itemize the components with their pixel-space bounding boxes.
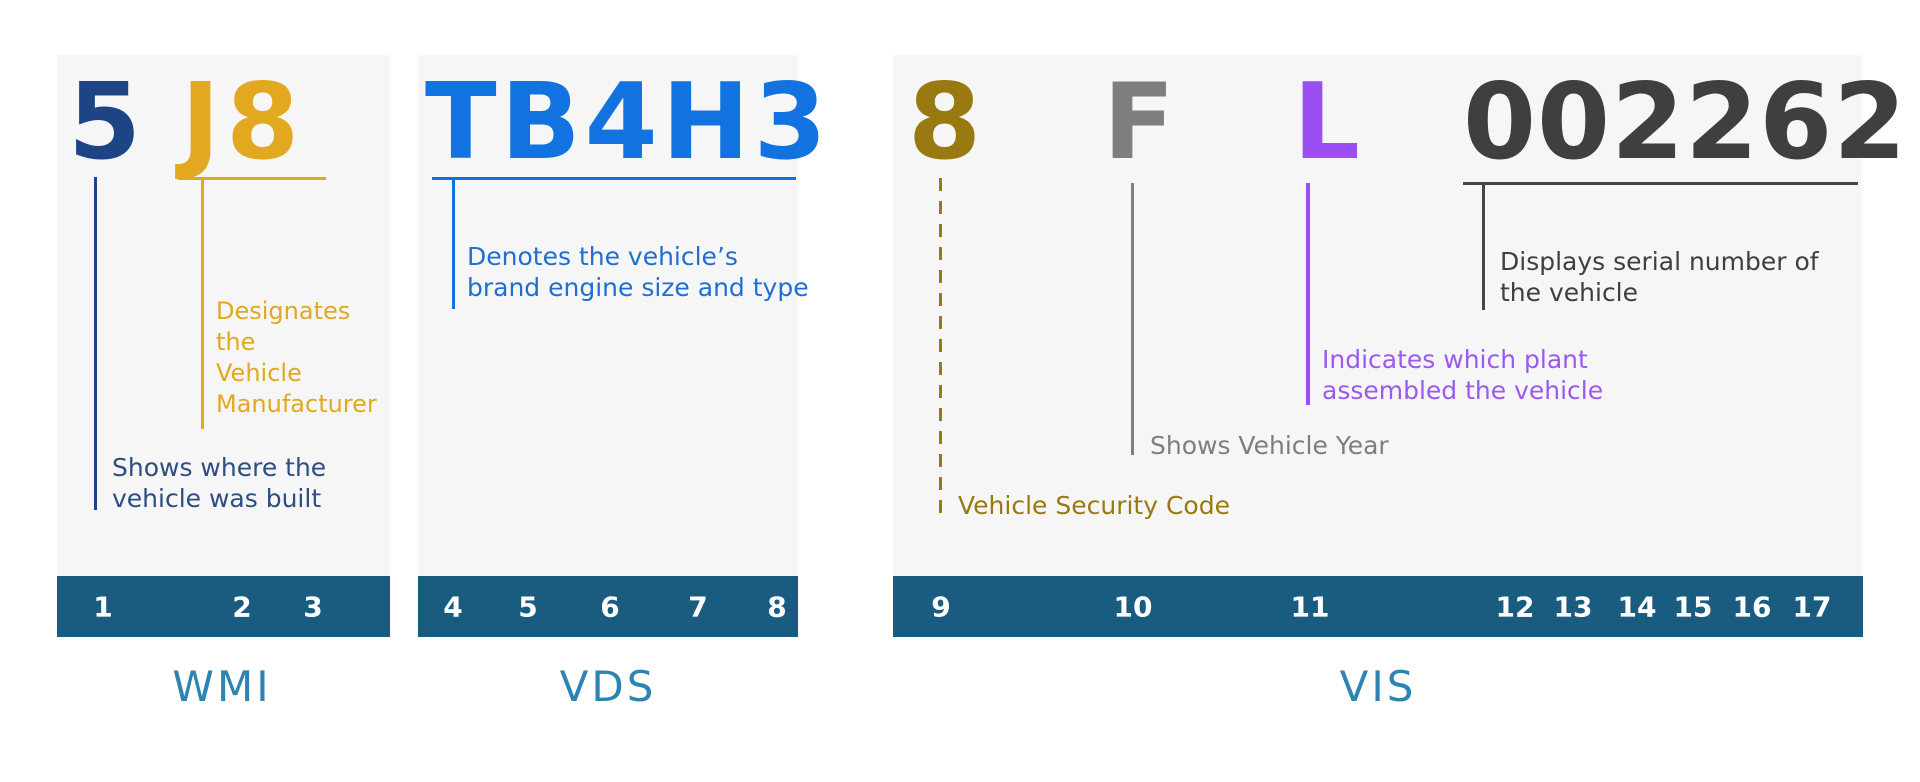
position-number: 12	[1495, 590, 1535, 623]
vis-year-line	[1131, 183, 1134, 455]
vis-serial-line	[1482, 182, 1485, 310]
wmi-country-char: 5	[68, 61, 142, 183]
note-line: the vehicle	[1500, 278, 1639, 307]
vds-chars: TB4H3	[425, 61, 831, 183]
position-number: 13	[1553, 590, 1593, 623]
position-number: 3	[303, 590, 323, 623]
note-line: assembled the vehicle	[1322, 376, 1604, 405]
vis-serial-note: Displays serial number of the vehicle	[1500, 246, 1819, 308]
note-line: Designates	[216, 297, 351, 325]
vis-security-char: 8	[908, 61, 982, 183]
position-number: 8	[767, 590, 787, 623]
wmi-country-note: Shows where the vehicle was built	[112, 452, 326, 514]
wmi-position-bar: 1 2 3	[57, 576, 390, 637]
vds-label: VDS	[559, 662, 657, 711]
vds-note: Denotes the vehicle’s brand engine size …	[467, 241, 809, 303]
note-line: Indicates which plant	[1322, 345, 1588, 374]
vis-plant-note: Indicates which plant assembled the vehi…	[1322, 344, 1603, 406]
position-number: 9	[931, 590, 951, 623]
vis-year-note: Shows Vehicle Year	[1150, 431, 1389, 460]
note-line: Vehicle	[216, 359, 302, 387]
position-number: 15	[1673, 590, 1713, 623]
wmi-manufacturer-underline	[178, 177, 326, 180]
position-number: 17	[1792, 590, 1832, 623]
vis-plant-char: L	[1293, 61, 1360, 183]
wmi-manufacturer-chars: J8	[181, 61, 306, 183]
position-number: 4	[443, 590, 463, 623]
position-number: 2	[232, 590, 252, 623]
position-number: 6	[600, 590, 620, 623]
wmi-manufacturer-note: Designates the Vehicle Manufacturer	[216, 296, 377, 420]
vis-card	[893, 55, 1862, 576]
note-line: the	[216, 328, 256, 356]
position-number: 10	[1113, 590, 1153, 623]
note-line: vehicle was built	[112, 484, 322, 513]
position-number: 11	[1290, 590, 1330, 623]
wmi-manufacturer-line	[201, 177, 204, 429]
note-line: Manufacturer	[216, 390, 377, 418]
vis-security-dashed-line	[939, 178, 942, 520]
position-number: 5	[518, 590, 538, 623]
position-number: 1	[93, 590, 113, 623]
wmi-country-line	[94, 177, 97, 510]
vds-card	[418, 55, 798, 576]
position-number: 16	[1732, 590, 1772, 623]
position-number: 7	[688, 590, 708, 623]
wmi-card	[57, 55, 390, 576]
vis-serial-underline	[1463, 182, 1858, 185]
vds-underline	[432, 177, 796, 180]
vis-serial-chars: 002262	[1463, 61, 1908, 183]
note-line: brand engine size and type	[467, 273, 809, 302]
wmi-label: WMI	[172, 662, 272, 711]
position-number: 14	[1617, 590, 1657, 623]
vis-year-char: F	[1103, 61, 1175, 183]
vds-position-bar: 4 5 6 7 8	[418, 576, 798, 637]
vis-label: VIS	[1339, 662, 1417, 711]
note-line: Displays serial number of	[1500, 247, 1819, 276]
vds-line	[452, 177, 455, 309]
note-line: Denotes the vehicle’s	[467, 242, 738, 271]
vis-plant-line	[1306, 183, 1310, 405]
note-line: Shows where the	[112, 453, 327, 482]
vis-security-note: Vehicle Security Code	[958, 491, 1230, 520]
vis-position-bar: 9 10 11 12 13 14 15 16 17	[893, 576, 1863, 637]
